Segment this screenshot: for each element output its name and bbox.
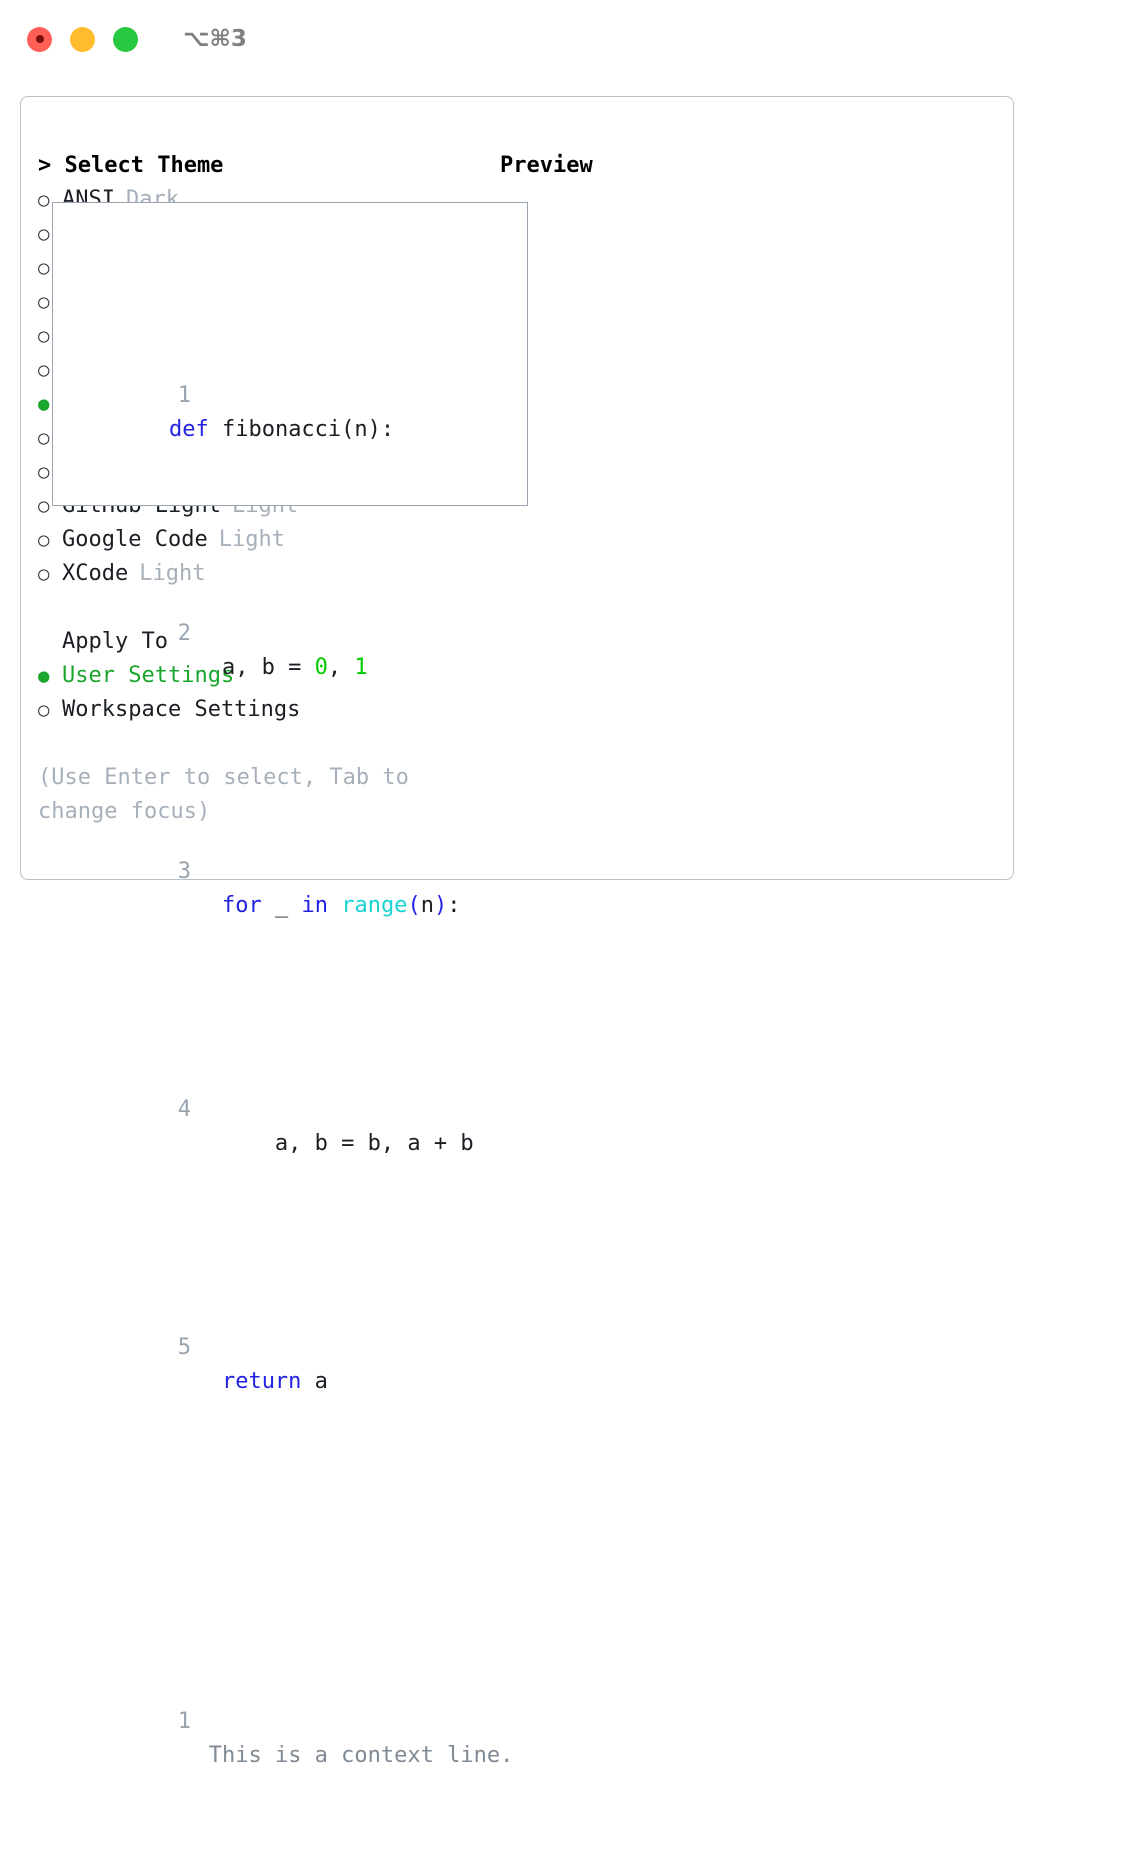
code-token: for bbox=[221, 893, 262, 918]
code-token: ( bbox=[407, 893, 421, 918]
code-token: ) bbox=[433, 893, 448, 918]
code-token: a bbox=[301, 1369, 328, 1394]
code-token: fibonacci(n): bbox=[208, 417, 395, 442]
code-token: _ bbox=[261, 893, 302, 918]
app-window: > Select Theme ○ ANSI Dark ○ Atom One Da… bbox=[20, 96, 1014, 1768]
diff-marker bbox=[169, 1743, 182, 1768]
code-token: range bbox=[341, 893, 408, 918]
preview-box: 1 def fibonacci(n): 2 a, b = 0, 1 3 for … bbox=[52, 202, 528, 1768]
title-bar: ⌥⌘3 bbox=[0, 0, 1140, 78]
code-line: 1 def fibonacci(n): bbox=[63, 345, 513, 481]
code-token: n bbox=[420, 893, 434, 918]
keyboard-hint-text: (Use Enter to select, Tab to change focu… bbox=[38, 765, 423, 824]
radio-icon: ○ bbox=[38, 325, 50, 347]
radio-icon: ○ bbox=[38, 563, 50, 585]
code-token: : bbox=[447, 893, 461, 918]
select-theme-heading: > Select Theme bbox=[38, 153, 224, 178]
apply-to-label: Workspace Settings bbox=[62, 697, 301, 722]
recording-indicator-icon bbox=[35, 35, 44, 43]
apply-to-item-user-settings[interactable]: ● User Settings bbox=[38, 659, 493, 693]
radio-icon: ○ bbox=[38, 189, 50, 211]
radio-icon-selected: ● bbox=[38, 665, 50, 687]
radio-icon: ○ bbox=[38, 699, 50, 721]
theme-variant: Light bbox=[139, 561, 206, 586]
line-number: 5 bbox=[177, 1335, 191, 1360]
line-number: 4 bbox=[177, 1097, 191, 1122]
code-token bbox=[169, 893, 222, 918]
window-traffic-lights bbox=[27, 26, 138, 52]
code-line: 3 for _ in range(n): bbox=[63, 821, 513, 957]
code-token: a, b = b, a + b bbox=[168, 1131, 474, 1156]
radio-icon: ○ bbox=[38, 257, 50, 279]
code-token bbox=[169, 1369, 222, 1394]
radio-icon: ○ bbox=[38, 223, 50, 245]
code-token: in bbox=[301, 893, 328, 918]
radio-icon: ○ bbox=[38, 461, 50, 483]
theme-list-item[interactable]: ○ XCode Light bbox=[38, 557, 493, 591]
code-token: 1 bbox=[354, 655, 368, 680]
code-token: 0 bbox=[314, 655, 328, 680]
preview-pane: Preview bbox=[500, 149, 1000, 183]
code-sample: 1 def fibonacci(n): 2 a, b = 0, 1 3 for … bbox=[63, 243, 513, 1868]
line-number: 3 bbox=[177, 859, 191, 884]
code-token: def bbox=[168, 417, 209, 442]
radio-icon-selected: ● bbox=[38, 393, 50, 415]
apply-to-heading: Apply To bbox=[62, 629, 168, 654]
minimize-window-button[interactable] bbox=[70, 26, 95, 52]
theme-list-item[interactable]: ○ Google Code Light bbox=[38, 523, 493, 557]
close-window-button[interactable] bbox=[27, 26, 52, 52]
code-token bbox=[328, 893, 341, 918]
apply-to-item-workspace-settings[interactable]: ○ Workspace Settings bbox=[38, 693, 493, 727]
code-blank-line bbox=[63, 1535, 513, 1569]
preview-heading: Preview bbox=[500, 153, 593, 178]
zoom-window-button[interactable] bbox=[113, 26, 138, 52]
line-number: 1 bbox=[177, 1709, 191, 1734]
radio-icon: ○ bbox=[38, 529, 50, 551]
radio-icon: ○ bbox=[38, 359, 50, 381]
apply-to-label: User Settings bbox=[62, 663, 235, 688]
theme-variant: Light bbox=[218, 527, 285, 552]
code-line: 5 return a bbox=[63, 1297, 513, 1433]
diff-line-context: 1 This is a context line. bbox=[63, 1671, 514, 1807]
theme-name: Google Code bbox=[62, 527, 208, 552]
radio-icon: ○ bbox=[38, 427, 50, 449]
keyboard-shortcut-label: ⌥⌘3 bbox=[183, 26, 247, 52]
apply-to-list: ● User Settings ○ Workspace Settings bbox=[38, 659, 493, 727]
line-number: 2 bbox=[177, 621, 191, 646]
code-token: , bbox=[327, 655, 355, 680]
code-token: a, b = bbox=[168, 655, 315, 680]
diff-text: This is a context line. bbox=[208, 1743, 514, 1768]
code-token: return bbox=[221, 1369, 302, 1394]
code-line: 2 a, b = 0, 1 bbox=[63, 583, 513, 719]
code-line: 4 a, b = b, a + b bbox=[63, 1059, 513, 1195]
line-number: 1 bbox=[177, 383, 191, 408]
radio-icon: ○ bbox=[38, 291, 50, 313]
theme-name: XCode bbox=[62, 561, 129, 586]
radio-icon: ○ bbox=[38, 495, 50, 517]
